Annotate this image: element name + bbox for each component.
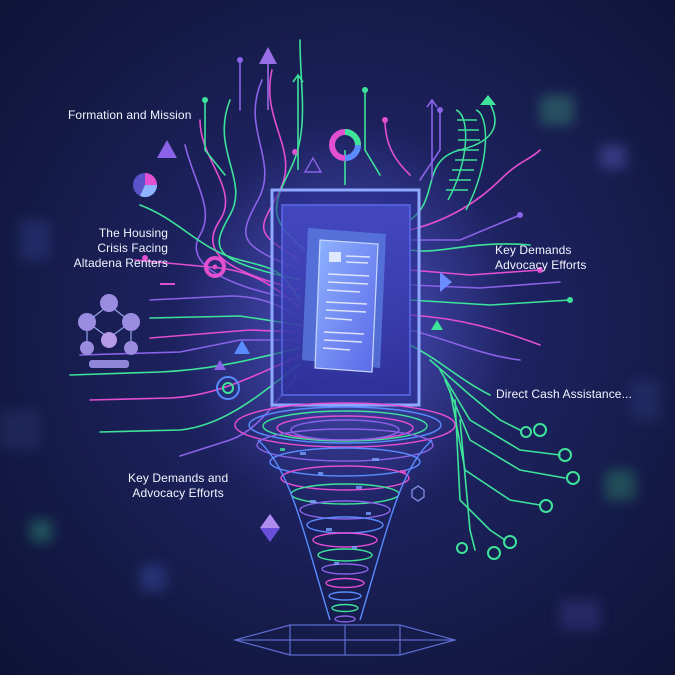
play-icon <box>440 272 452 292</box>
label-line: Key Demands <box>495 243 572 257</box>
diamond-icon <box>260 514 280 542</box>
c-ring-icon <box>204 256 226 278</box>
triangle-icon <box>157 140 177 158</box>
label-line: Advocacy Efforts <box>132 486 224 500</box>
label-line: Key Demands and <box>128 471 229 485</box>
people-network-icon <box>78 294 140 368</box>
background-bokeh <box>0 95 660 630</box>
label-line: The Housing <box>98 226 168 240</box>
ladder-arrow-head-icon <box>480 95 496 105</box>
label-formation-and-mission: Formation and Mission <box>68 108 191 123</box>
pie-chart-icon <box>133 173 158 198</box>
label-key-demands-left: Key Demands and Advocacy Efforts <box>128 471 228 501</box>
circuit-nodes <box>142 57 573 333</box>
ring-terminals <box>456 423 580 560</box>
triangle-up-icon <box>259 47 277 110</box>
triangle-small-icon <box>234 340 250 354</box>
triangle-green-icon <box>431 320 443 330</box>
funnel-vortex-icon <box>234 402 456 623</box>
target-icon <box>216 376 240 400</box>
triangle-outline-icon <box>303 156 323 173</box>
label-line: Altadena Renters <box>73 256 168 270</box>
document-icon <box>302 228 386 373</box>
label-key-demands-right: Key Demands Advocacy Efforts <box>495 243 586 273</box>
funnel-particles <box>280 448 406 565</box>
label-line: Crisis Facing <box>97 241 168 255</box>
hex-small-icon <box>411 485 425 502</box>
triangle-tiny-icon <box>214 360 226 370</box>
ladder-arrow-icon <box>446 109 487 211</box>
hex-platform <box>232 624 458 656</box>
label-text: Direct Cash Assistance... <box>496 387 632 401</box>
label-text: Formation and Mission <box>68 108 192 122</box>
label-direct-cash-assistance: Direct Cash Assistance... <box>496 387 632 402</box>
label-line: Advocacy Efforts <box>495 258 587 272</box>
donut-chart-icon <box>329 129 361 161</box>
label-housing-crisis: The Housing Crisis Facing Altadena Rente… <box>66 226 168 271</box>
